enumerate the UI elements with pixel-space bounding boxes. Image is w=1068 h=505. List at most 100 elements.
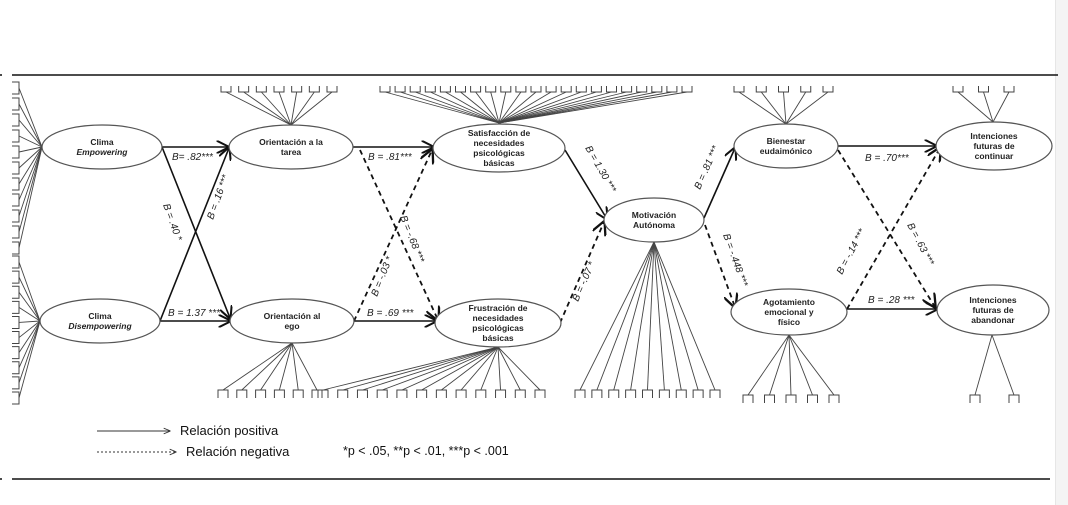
node-label-line: básicas <box>482 333 513 343</box>
latent-ellipse <box>432 123 566 173</box>
node-label-line: necesidades <box>472 313 523 323</box>
indicator-box <box>236 389 248 398</box>
latent-ellipse <box>730 288 848 336</box>
path-clima-dis-to-orient-tarea <box>159 148 229 322</box>
indicator-box <box>590 86 602 93</box>
indicator-loading-line <box>475 91 500 124</box>
indicator-box <box>291 86 303 93</box>
margin-dot-top <box>0 74 2 76</box>
indicator-box <box>681 86 693 93</box>
indicator-loading-line <box>18 320 41 338</box>
indicator-group-int-continuar <box>952 86 1015 123</box>
indicator-box <box>12 81 20 95</box>
indicator-box <box>317 389 329 398</box>
path-frustr-to-motiv <box>559 222 604 324</box>
indicator-box <box>396 389 408 398</box>
latent-ellipse <box>603 197 705 243</box>
node-label-line: Intenciones <box>969 295 1017 305</box>
indicator-box <box>379 86 391 93</box>
indicator-box <box>822 86 834 93</box>
indicator-box <box>273 86 285 93</box>
latent-ellipse <box>39 298 161 344</box>
indicator-loading-line <box>18 146 43 217</box>
indicator-box <box>709 389 721 398</box>
indicator-box <box>12 315 20 329</box>
indicator-box <box>742 394 754 403</box>
path-coefficient-label: B = -.68 *** <box>397 214 426 265</box>
indicator-loading-line <box>983 91 994 123</box>
indicator-box <box>416 389 428 398</box>
indicator-loading-line <box>497 346 541 391</box>
indicator-box <box>636 86 648 93</box>
indicator-loading-line <box>498 91 688 124</box>
indicator-box <box>733 86 745 93</box>
indicator-loading-line <box>460 346 499 391</box>
indicator-box <box>651 86 663 93</box>
indicator-loading-line <box>579 241 655 391</box>
indicator-loading-line <box>260 342 293 391</box>
indicator-box <box>642 389 653 398</box>
indicator-box <box>485 86 497 93</box>
indicator-loading-line <box>497 346 521 391</box>
indicator-loading-line <box>384 91 500 124</box>
indicator-box <box>785 394 797 403</box>
node-label-line: Disempowering <box>68 321 132 331</box>
indicator-loading-line <box>498 91 567 124</box>
indicator-loading-line <box>225 91 292 126</box>
indicators-layer <box>12 81 1020 405</box>
indicator-loading-line <box>421 346 499 391</box>
latent-ellipse <box>229 298 355 344</box>
indicator-box <box>220 86 232 93</box>
path-coefficient-label: B = -.14 *** <box>835 226 869 276</box>
indicator-box <box>500 86 512 93</box>
node-label-line: necesidades <box>473 138 524 148</box>
indicator-box <box>273 389 285 398</box>
indicator-loading-line <box>291 342 299 391</box>
indicator-box <box>591 389 603 398</box>
indicator-group-clima-emp <box>12 81 43 255</box>
indicator-loading-line <box>18 146 43 233</box>
indicator-loading-line <box>653 241 665 391</box>
indicator-box <box>217 389 229 398</box>
indicator-loading-line <box>278 91 292 126</box>
path-orient-tarea-to-frustr <box>359 149 438 320</box>
node-label-line: Autónoma <box>633 220 675 230</box>
indicator-box <box>828 394 840 403</box>
indicator-loading-line <box>480 346 499 391</box>
indicator-box <box>255 389 267 398</box>
indicator-group-orient-tarea <box>220 86 338 126</box>
indicator-loading-line <box>18 146 43 201</box>
indicator-loading-line <box>18 103 43 148</box>
indicator-loading-line <box>498 91 507 124</box>
indicator-box <box>778 86 789 93</box>
indicator-box <box>12 300 20 314</box>
indicator-box <box>435 389 447 398</box>
indicator-box <box>475 389 487 398</box>
indicator-loading-line <box>18 320 41 323</box>
indicator-loading-line <box>992 91 1010 123</box>
indicator-loading-line <box>322 346 499 391</box>
indicator-box <box>12 285 20 299</box>
indicator-box <box>439 86 451 93</box>
indicator-loading-line <box>18 146 43 249</box>
indicator-box <box>545 86 557 93</box>
indicator-box <box>238 86 250 93</box>
node-label-line: Empowering <box>76 147 128 157</box>
indicator-loading-line <box>647 241 655 391</box>
indicator-loading-line <box>18 320 41 399</box>
indicator-box <box>12 209 20 223</box>
path-coefficient-label: B = .40 * <box>160 202 184 243</box>
indicator-box <box>12 225 20 239</box>
legend: Relación positiva Relación negativa *p <… <box>97 423 509 459</box>
node-label-line: Orientación a la <box>259 137 323 147</box>
indicator-box <box>495 389 507 398</box>
indicator-box <box>12 361 20 375</box>
indicator-box <box>424 86 436 93</box>
indicator-box <box>755 86 767 93</box>
indicator-loading-line <box>788 334 813 396</box>
indicator-loading-line <box>738 91 787 125</box>
